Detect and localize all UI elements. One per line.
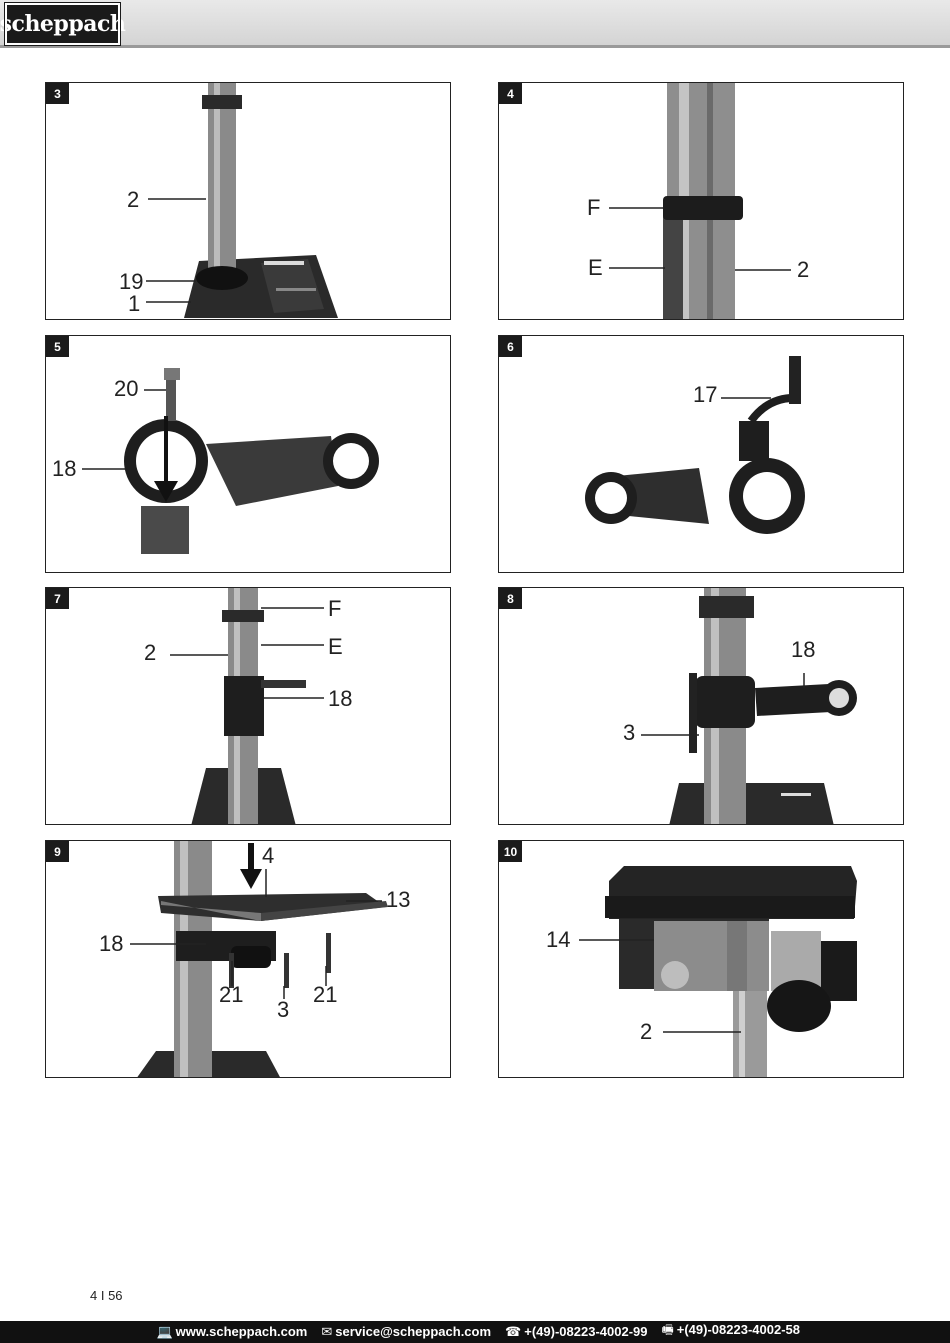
page-number: 4 I 56 [90,1288,123,1303]
drill-head-photo [579,866,857,1077]
callout-label: 21 [219,982,244,1007]
callout-label: 20 [114,376,139,401]
page-header: scheppach [0,0,950,48]
footer-email[interactable]: ✉service@scheppach.com [321,1324,492,1339]
callout-label: 2 [127,187,140,212]
arm-clamp-lever-photo [641,588,857,824]
figure-number: 4 [499,83,522,104]
drill-column-base-photo [146,83,338,318]
figure-9: 9 4 13 18 21 3 21 [45,840,451,1078]
callout-label: F [328,596,342,621]
callout-label: E [588,255,603,280]
figure-number: 3 [46,83,69,104]
callout-label: 2 [797,257,810,282]
brand-logo: scheppach [0,2,126,46]
computer-icon: 💻 [156,1324,173,1339]
callout-label: 18 [791,637,816,662]
figure-10: 10 14 2 [498,840,904,1078]
footer-phone: ☎+(49)-08223-4002-99 [505,1324,648,1339]
callout-label: 14 [546,927,571,952]
callout-label: 17 [693,382,718,407]
figure-5: 5 20 18 [45,335,451,573]
figure-7: 7 F 2 E 18 [45,587,451,825]
page-footer: 💻www.scheppach.com ✉service@scheppach.co… [0,1321,950,1343]
figure-number: 6 [499,336,522,357]
figure-8: 8 18 3 [498,587,904,825]
figure-number: 10 [499,841,522,862]
callout-label: 21 [313,982,338,1007]
callout-label: 18 [328,686,353,711]
callout-label: 2 [144,640,157,665]
figure-3: 3 2 19 1 [45,82,451,320]
callout-label: 1 [128,291,141,316]
callout-label: 3 [277,997,290,1022]
footer-fax: 🖷+(49)-08223-4002-58 [661,1322,800,1337]
figure-number: 9 [46,841,69,862]
figure-number: 7 [46,588,69,609]
callout-label: 18 [99,931,124,956]
footer-web[interactable]: 💻www.scheppach.com [156,1324,308,1339]
callout-label: 4 [262,843,275,868]
arm-on-column-photo [170,588,324,824]
figure-number: 8 [499,588,522,609]
callout-label: 13 [386,887,411,912]
table-arm-crank-photo [585,356,805,534]
telephone-icon: ☎ [505,1324,522,1339]
figure-6: 6 17 [498,335,904,573]
callout-label: 2 [640,1019,653,1044]
mail-icon: ✉ [321,1324,333,1339]
table-arm-worm-gear-photo [82,368,379,554]
column-rack-collar-photo [609,83,791,319]
callout-label: 3 [623,720,636,745]
callout-label: E [328,634,343,659]
callout-label: 18 [52,456,77,481]
figure-number: 5 [46,336,69,357]
worktable-mounting-photo [130,841,388,1077]
callout-label: 19 [119,269,144,294]
figure-4: 4 F E 2 [498,82,904,320]
fax-icon: 🖷 [661,1322,674,1337]
callout-label: F [587,195,601,220]
